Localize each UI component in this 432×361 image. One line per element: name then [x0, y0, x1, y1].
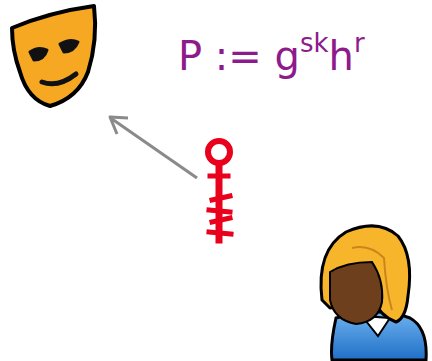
- formula-text: P := g: [178, 33, 300, 79]
- formula-exponent: r: [354, 28, 365, 58]
- person-icon: [321, 226, 426, 360]
- arrow: [110, 117, 197, 178]
- formula-exponent: sk: [300, 28, 329, 58]
- mask-icon: [12, 6, 95, 106]
- formula-text: h: [329, 33, 354, 79]
- key-icon: [208, 141, 231, 240]
- formula: P := gskhr: [178, 28, 365, 80]
